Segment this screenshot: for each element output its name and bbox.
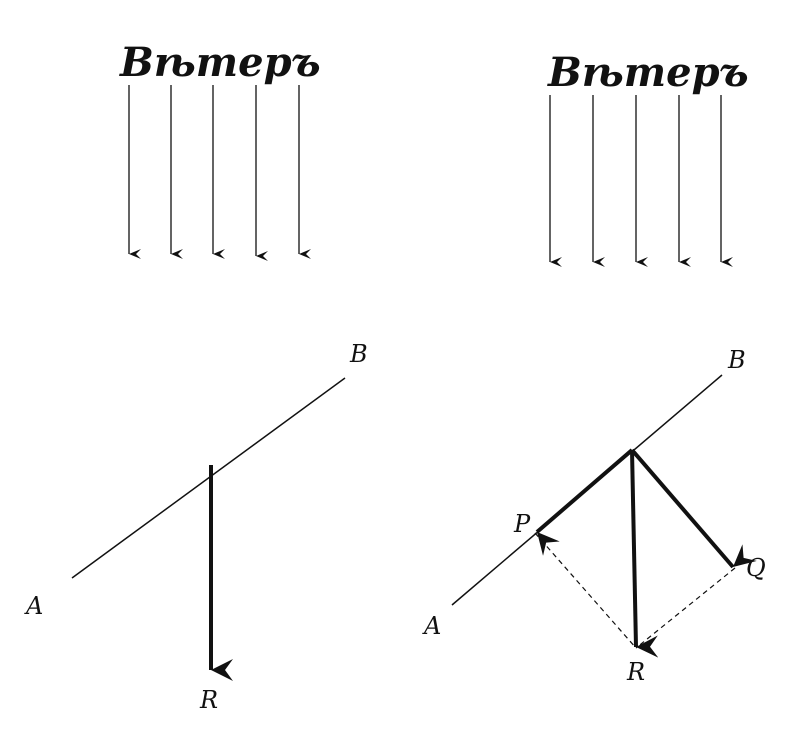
wind-arrows-right: [549, 95, 733, 267]
wind-label-left: Вѣтеръ: [119, 39, 321, 86]
label-b-right: B: [727, 346, 746, 374]
label-q: Q: [746, 554, 766, 582]
parallelogram-dashes: [534, 532, 736, 649]
right-figure: Вѣтеръ B A P Q R: [422, 49, 766, 686]
wind-label-right: Вѣтеръ: [547, 49, 749, 96]
label-r-right: R: [626, 658, 645, 686]
label-a-right: A: [422, 612, 441, 640]
dashed-line-p-r: [534, 532, 637, 649]
label-b-left: B: [349, 340, 368, 368]
label-r-left: R: [199, 686, 218, 714]
left-figure: Вѣтеръ B A R: [24, 39, 368, 714]
component-arrow-q: [630, 448, 757, 569]
dashed-line-q-r: [635, 567, 736, 649]
label-a-left: A: [24, 592, 43, 620]
wind-arrows-left: [128, 85, 311, 261]
component-arrow-p: [535, 448, 634, 556]
label-p: P: [513, 510, 531, 538]
resultant-arrow-right: [630, 449, 659, 658]
sail-line-ab-left: [71, 377, 346, 579]
